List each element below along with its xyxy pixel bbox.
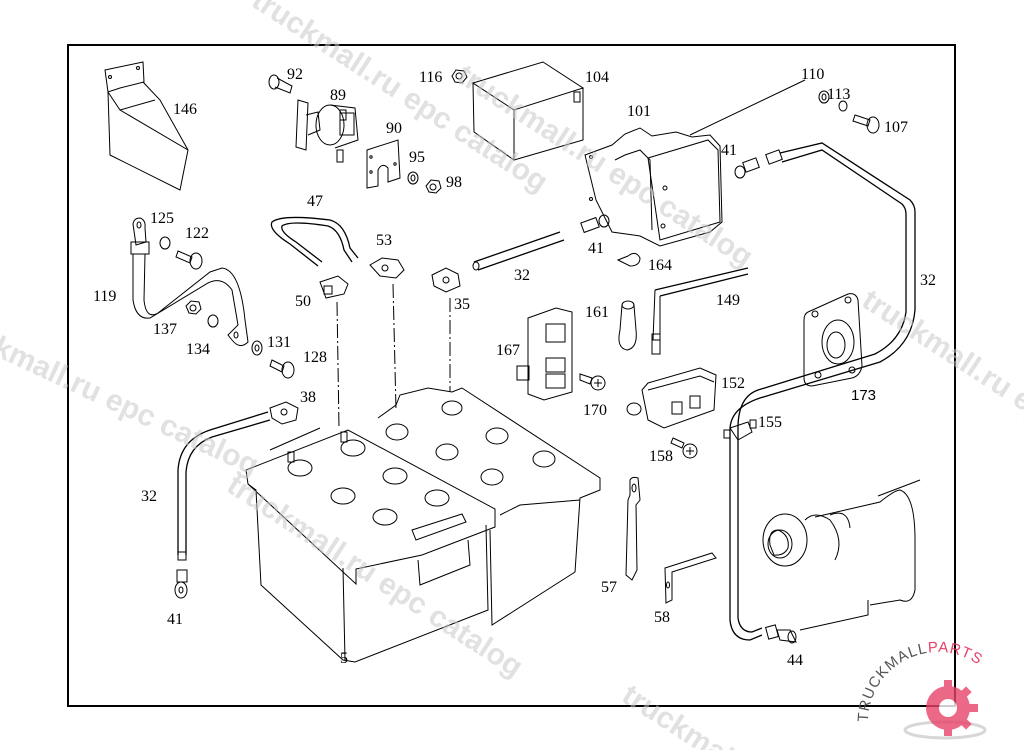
part-5-battery-front[interactable] [245,427,496,663]
part-113-lock-washer[interactable] [838,100,848,112]
callout-155[interactable]: 155 [758,414,782,431]
callout-113[interactable]: 113 [827,86,850,103]
callout-137[interactable]: 137 [153,321,177,338]
truckmall-parts-logo: TRUCKMALLPARTS [855,639,987,740]
leader-53 [392,283,397,411]
part-131-washer[interactable] [251,340,263,356]
callout-32-left[interactable]: 32 [141,488,157,505]
part-53-terminal-clamp[interactable] [369,257,405,279]
part-47-cable[interactable] [270,216,359,267]
gear-icon [926,680,978,736]
callout-38[interactable]: 38 [300,389,316,406]
part-146-bracket[interactable] [104,61,189,191]
callout-164[interactable]: 164 [648,257,672,274]
watermark-text: truckmall.ru epc catalog [856,283,1024,499]
callout-41-upper[interactable]: 41 [721,142,737,159]
callout-167[interactable]: 167 [496,342,520,359]
part-116-nut[interactable] [451,69,468,84]
callout-32-middle[interactable]: 32 [514,267,530,284]
callout-35[interactable]: 35 [454,296,470,313]
callout-41-lower[interactable]: 41 [167,611,183,628]
callout-92[interactable]: 92 [287,66,303,83]
callout-158[interactable]: 158 [649,448,673,465]
part-164-boot[interactable] [616,252,641,267]
callout-146[interactable]: 146 [173,101,197,118]
callout-5[interactable]: 5 [340,650,348,667]
watermark-text: truckmall.ru epc catalog [0,306,264,482]
callout-32-right[interactable]: 32 [920,272,936,289]
part-110-washer[interactable] [818,90,830,104]
leader-50 [336,301,340,429]
part-95-washer[interactable] [407,171,419,185]
diagram-frame [67,44,956,707]
callout-173[interactable]: 173 [851,387,876,404]
part-41-terminal-upper[interactable] [734,149,783,179]
part-98-nut[interactable] [425,179,442,194]
callout-53[interactable]: 53 [376,232,392,249]
callout-107[interactable]: 107 [884,119,908,136]
part-152-fuse-holder[interactable] [626,367,717,429]
callout-90[interactable]: 90 [386,120,402,137]
part-41-terminal-mid[interactable] [580,214,610,234]
part-155-fuse[interactable] [723,419,757,441]
part-128-bolt[interactable] [269,359,295,379]
callout-58[interactable]: 58 [654,609,670,626]
callout-57[interactable]: 57 [601,579,617,596]
part-57-battery-rear[interactable] [377,387,601,626]
callout-134[interactable]: 134 [186,341,210,358]
part-41-terminal-lower[interactable] [174,569,188,599]
part-134-lock-washer[interactable] [207,314,219,328]
part-149-cable[interactable] [651,267,749,355]
part-122-bolt[interactable] [175,250,203,270]
part-125-lock-washer[interactable] [159,236,171,250]
callout-170[interactable]: 170 [583,402,607,419]
part-32-cable-right[interactable] [729,142,916,641]
callout-116[interactable]: 116 [419,69,442,86]
callout-labels: 146 92 89 90 95 98 116 104 101 110 113 1… [93,66,936,669]
callout-131[interactable]: 131 [267,334,291,351]
callout-41-mid[interactable]: 41 [588,240,604,257]
part-32-cable-left[interactable] [177,411,271,561]
callout-110[interactable]: 110 [801,66,824,83]
callout-125[interactable]: 125 [150,210,174,227]
starter-motor [762,479,921,631]
part-101-relay-box[interactable] [584,79,806,247]
callout-47[interactable]: 47 [307,193,323,210]
callout-128[interactable]: 128 [303,349,327,366]
callout-44[interactable]: 44 [787,652,803,669]
callout-119[interactable]: 119 [93,288,116,305]
part-158-screw[interactable] [670,437,698,459]
callout-104[interactable]: 104 [585,69,609,86]
part-38-terminal-clamp[interactable] [269,401,299,425]
part-92-screw[interactable] [268,74,293,94]
callout-95[interactable]: 95 [409,149,425,166]
part-161-boot[interactable] [618,300,637,351]
part-90-plate[interactable] [366,139,401,189]
part-58-bracket[interactable] [664,552,717,604]
part-173-socket[interactable] [803,293,863,387]
part-50-terminal-clamp[interactable] [319,275,349,299]
callout-149[interactable]: 149 [716,292,740,309]
callout-98[interactable]: 98 [446,174,462,191]
callout-152[interactable]: 152 [721,375,745,392]
callout-161[interactable]: 161 [585,304,609,321]
callout-89[interactable]: 89 [330,87,346,104]
part-57-bracket[interactable] [625,476,641,581]
part-104-cover[interactable] [471,61,585,161]
callout-50[interactable]: 50 [295,293,311,310]
part-137-nut[interactable] [185,300,202,315]
callout-122[interactable]: 122 [185,225,209,242]
part-119-ground-strap[interactable] [130,217,249,346]
part-32-cable-middle[interactable] [472,231,565,271]
part-89-valve[interactable] [295,99,359,163]
callout-101[interactable]: 101 [627,103,651,120]
part-167-control-module[interactable] [516,307,573,401]
part-170-screw[interactable] [579,373,606,391]
part-107-bolt[interactable] [852,114,880,134]
part-35-terminal-clamp[interactable] [431,267,461,293]
part-44-terminal[interactable] [765,624,797,644]
